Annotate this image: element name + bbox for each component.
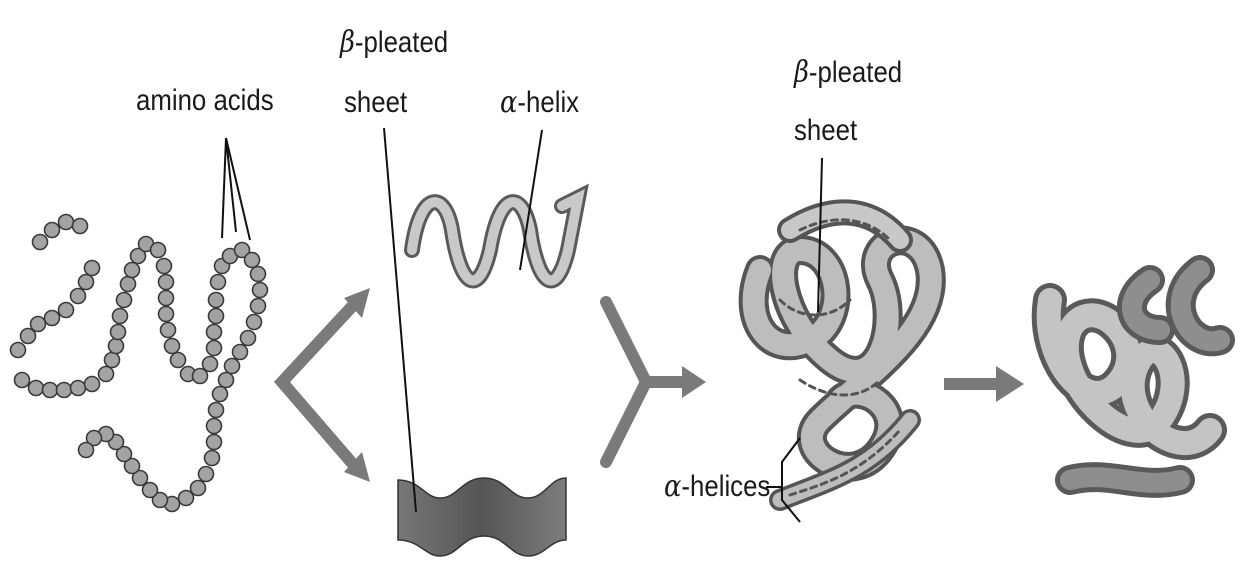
amino-acid-bead xyxy=(15,373,30,388)
sheet-text: sheet xyxy=(794,114,857,147)
amino-acid-bead xyxy=(251,267,266,282)
amino-acid-bead xyxy=(207,325,222,340)
amino-acid-bead xyxy=(71,289,86,304)
amino-acid-bead xyxy=(73,219,88,234)
amino-acid-bead xyxy=(99,367,114,382)
label-sheet-tertiary: sheet xyxy=(794,116,857,146)
amino-acid-bead xyxy=(157,259,172,274)
amino-acids-leader-lines xyxy=(222,138,250,240)
helices-text: -helices xyxy=(681,470,770,503)
amino-acid-bead xyxy=(159,307,174,322)
amino-acid-bead xyxy=(209,293,224,308)
amino-acid-bead xyxy=(109,339,124,354)
label-beta-pleated-sheet-tertiary: β-pleated xyxy=(794,58,902,88)
amino-acid-bead xyxy=(45,223,60,238)
amino-acids-text: amino acids xyxy=(136,84,274,117)
tertiary-structure xyxy=(754,212,931,500)
amino-acid-bead xyxy=(233,345,248,360)
label-alpha-helix: α-helix xyxy=(500,88,579,118)
amino-acid-bead xyxy=(71,381,86,396)
amino-acid-bead xyxy=(111,325,126,340)
amino-acid-bead xyxy=(43,383,58,398)
amino-acid-bead xyxy=(33,235,48,250)
amino-acid-bead xyxy=(209,309,224,324)
beta-sheet-leader-line xyxy=(384,128,416,512)
amino-acid-bead xyxy=(165,339,180,354)
beta-symbol: β xyxy=(340,25,355,60)
amino-acid-bead xyxy=(171,353,186,368)
amino-acid-bead xyxy=(211,275,226,290)
amino-acid-bead xyxy=(205,451,220,466)
amino-acid-bead xyxy=(161,323,176,338)
amino-acid-bead xyxy=(31,317,46,332)
amino-acid-bead xyxy=(159,291,174,306)
sheet-text: sheet xyxy=(344,86,407,119)
amino-acid-bead xyxy=(209,403,224,418)
merge-arrowhead-icon xyxy=(682,366,706,398)
amino-acid-bead xyxy=(213,387,228,402)
amino-acid-bead xyxy=(59,303,74,318)
merge-arrow-icon xyxy=(606,302,688,462)
label-amino-acids: amino acids xyxy=(136,86,274,116)
amino-acid-bead xyxy=(219,373,234,388)
amino-acid-bead xyxy=(241,331,256,346)
alpha-symbol: α xyxy=(664,469,681,504)
amino-acid-bead xyxy=(105,353,120,368)
alpha-helix-ribbon xyxy=(412,198,578,280)
amino-acid-bead xyxy=(247,315,262,330)
beta-sheet-ribbon xyxy=(398,478,566,556)
amino-acid-bead xyxy=(59,215,74,230)
amino-acid-bead xyxy=(29,381,44,396)
amino-acid-bead xyxy=(113,309,128,324)
amino-acid-bead xyxy=(45,311,60,326)
pleated-text: -pleated xyxy=(355,26,448,59)
amino-acid-bead xyxy=(245,253,260,268)
split-arrow-icon xyxy=(282,300,358,470)
alpha-symbol: α xyxy=(500,85,517,120)
amino-acid-bead xyxy=(179,491,194,506)
label-beta-pleated-sheet-secondary: β-pleated xyxy=(340,28,448,58)
beta-symbol: β xyxy=(794,55,809,90)
amino-acid-bead xyxy=(85,261,100,276)
amino-acid-bead xyxy=(151,243,166,258)
amino-acid-chain xyxy=(11,215,268,512)
amino-acid-bead xyxy=(125,263,140,278)
amino-acid-bead xyxy=(251,299,266,314)
amino-acid-bead xyxy=(203,357,218,372)
amino-acid-bead xyxy=(225,359,240,374)
amino-acid-bead xyxy=(85,377,100,392)
amino-acid-bead xyxy=(253,283,268,298)
label-alpha-helices: α-helices xyxy=(664,472,770,502)
amino-acid-bead xyxy=(207,419,222,434)
quaternary-structure xyxy=(1049,270,1220,483)
amino-acid-bead xyxy=(207,341,222,356)
amino-acid-bead xyxy=(57,383,72,398)
pleated-text: -pleated xyxy=(809,56,902,89)
amino-acid-bead xyxy=(79,443,94,458)
amino-acid-bead xyxy=(11,343,26,358)
amino-acid-bead xyxy=(199,467,214,482)
amino-acid-bead xyxy=(121,277,136,292)
final-arrowhead-icon xyxy=(996,366,1024,402)
amino-acid-bead xyxy=(207,435,222,450)
amino-acid-bead xyxy=(79,275,94,290)
helix-text: -helix xyxy=(517,86,579,119)
amino-acid-bead xyxy=(159,275,174,290)
label-sheet-secondary: sheet xyxy=(344,88,407,118)
amino-acid-bead xyxy=(117,293,132,308)
